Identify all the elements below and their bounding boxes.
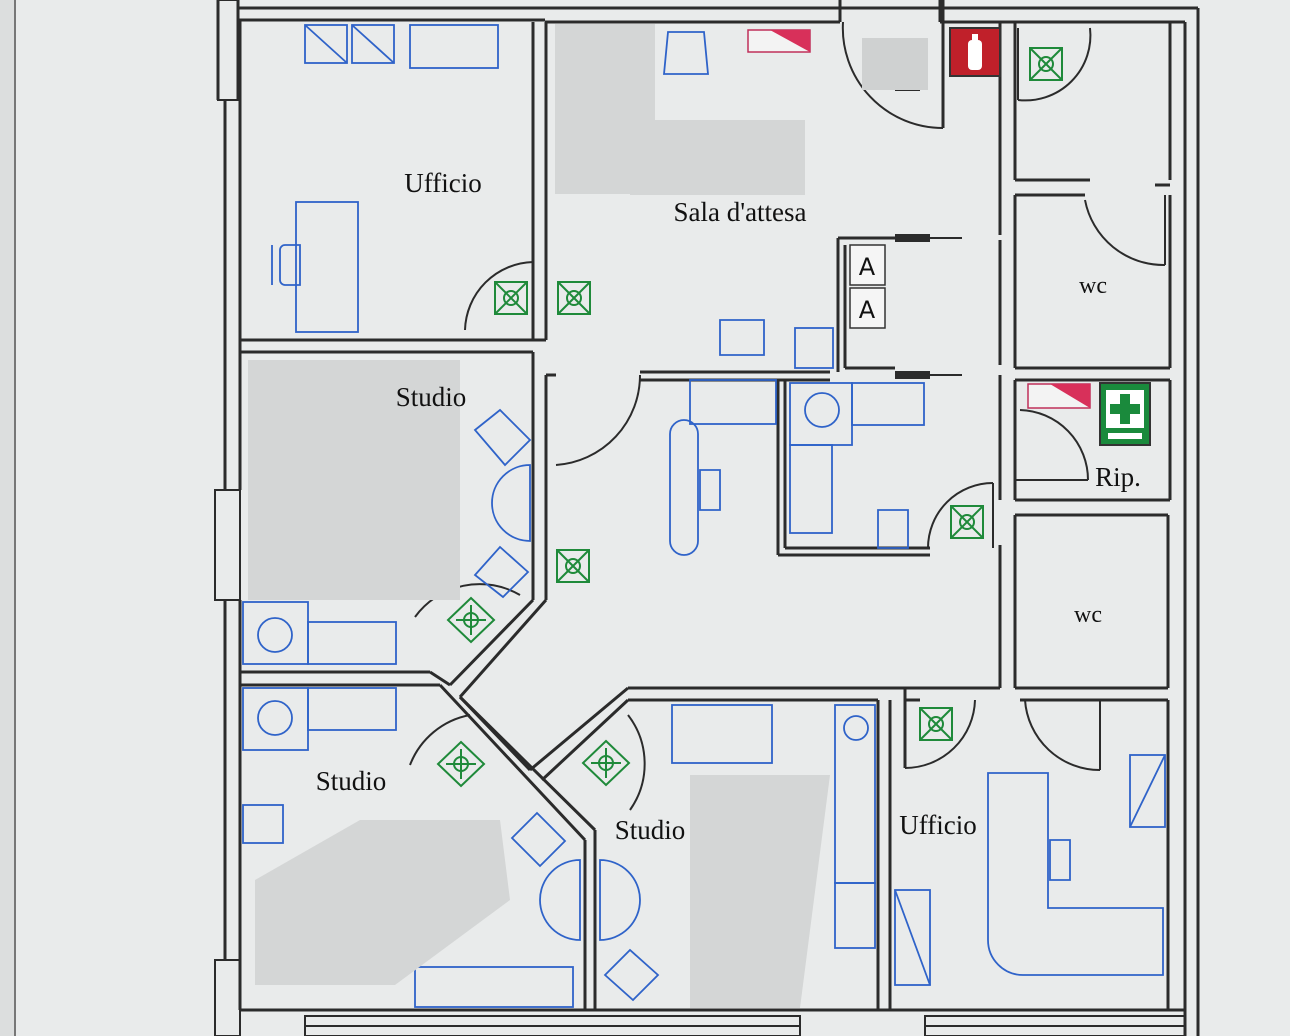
emergency-light-icon	[494, 281, 528, 315]
furniture	[242, 24, 1166, 1008]
emergency-light-icon	[557, 281, 591, 315]
redacted-areas	[248, 24, 928, 1008]
room-label-studio-mid: Studio	[396, 382, 467, 412]
emergency-light-icon	[446, 596, 496, 644]
emergency-light-icon	[581, 739, 631, 787]
emergency-light-icon	[436, 740, 486, 788]
room-label-rip: Rip.	[1095, 462, 1141, 492]
room-label-studio-bl: Studio	[316, 766, 387, 796]
signal-bar-icon	[1027, 383, 1091, 409]
restroom-letter: A	[859, 296, 876, 324]
room-label-ufficio-br: Ufficio	[899, 810, 976, 840]
room-labels: Ufficio Sala d'attesa wc Studio Rip. wc …	[316, 168, 1141, 845]
room-label-studio-bc: Studio	[615, 815, 686, 845]
emergency-light-icon	[1029, 47, 1063, 81]
restroom-letter: A	[859, 253, 876, 281]
room-label-sala-attesa: Sala d'attesa	[673, 197, 806, 227]
signal-bar-icon	[747, 29, 811, 53]
doors	[409, 21, 1166, 811]
room-label-wc-mid: wc	[1074, 602, 1102, 628]
interior-walls	[240, 0, 1172, 1010]
emergency-light-icon	[556, 549, 590, 583]
first-aid-icon	[1099, 382, 1151, 446]
fire-extinguisher-icon	[949, 27, 1001, 77]
emergency-light-icon	[919, 707, 953, 741]
emergency-light-icon	[950, 505, 984, 539]
room-label-ufficio-top: Ufficio	[404, 168, 481, 198]
restroom-sign: A A	[849, 244, 886, 329]
emergency-light-icons	[436, 47, 1063, 788]
outer-walls	[214, 0, 1200, 1036]
room-label-wc-top: wc	[1079, 273, 1107, 299]
